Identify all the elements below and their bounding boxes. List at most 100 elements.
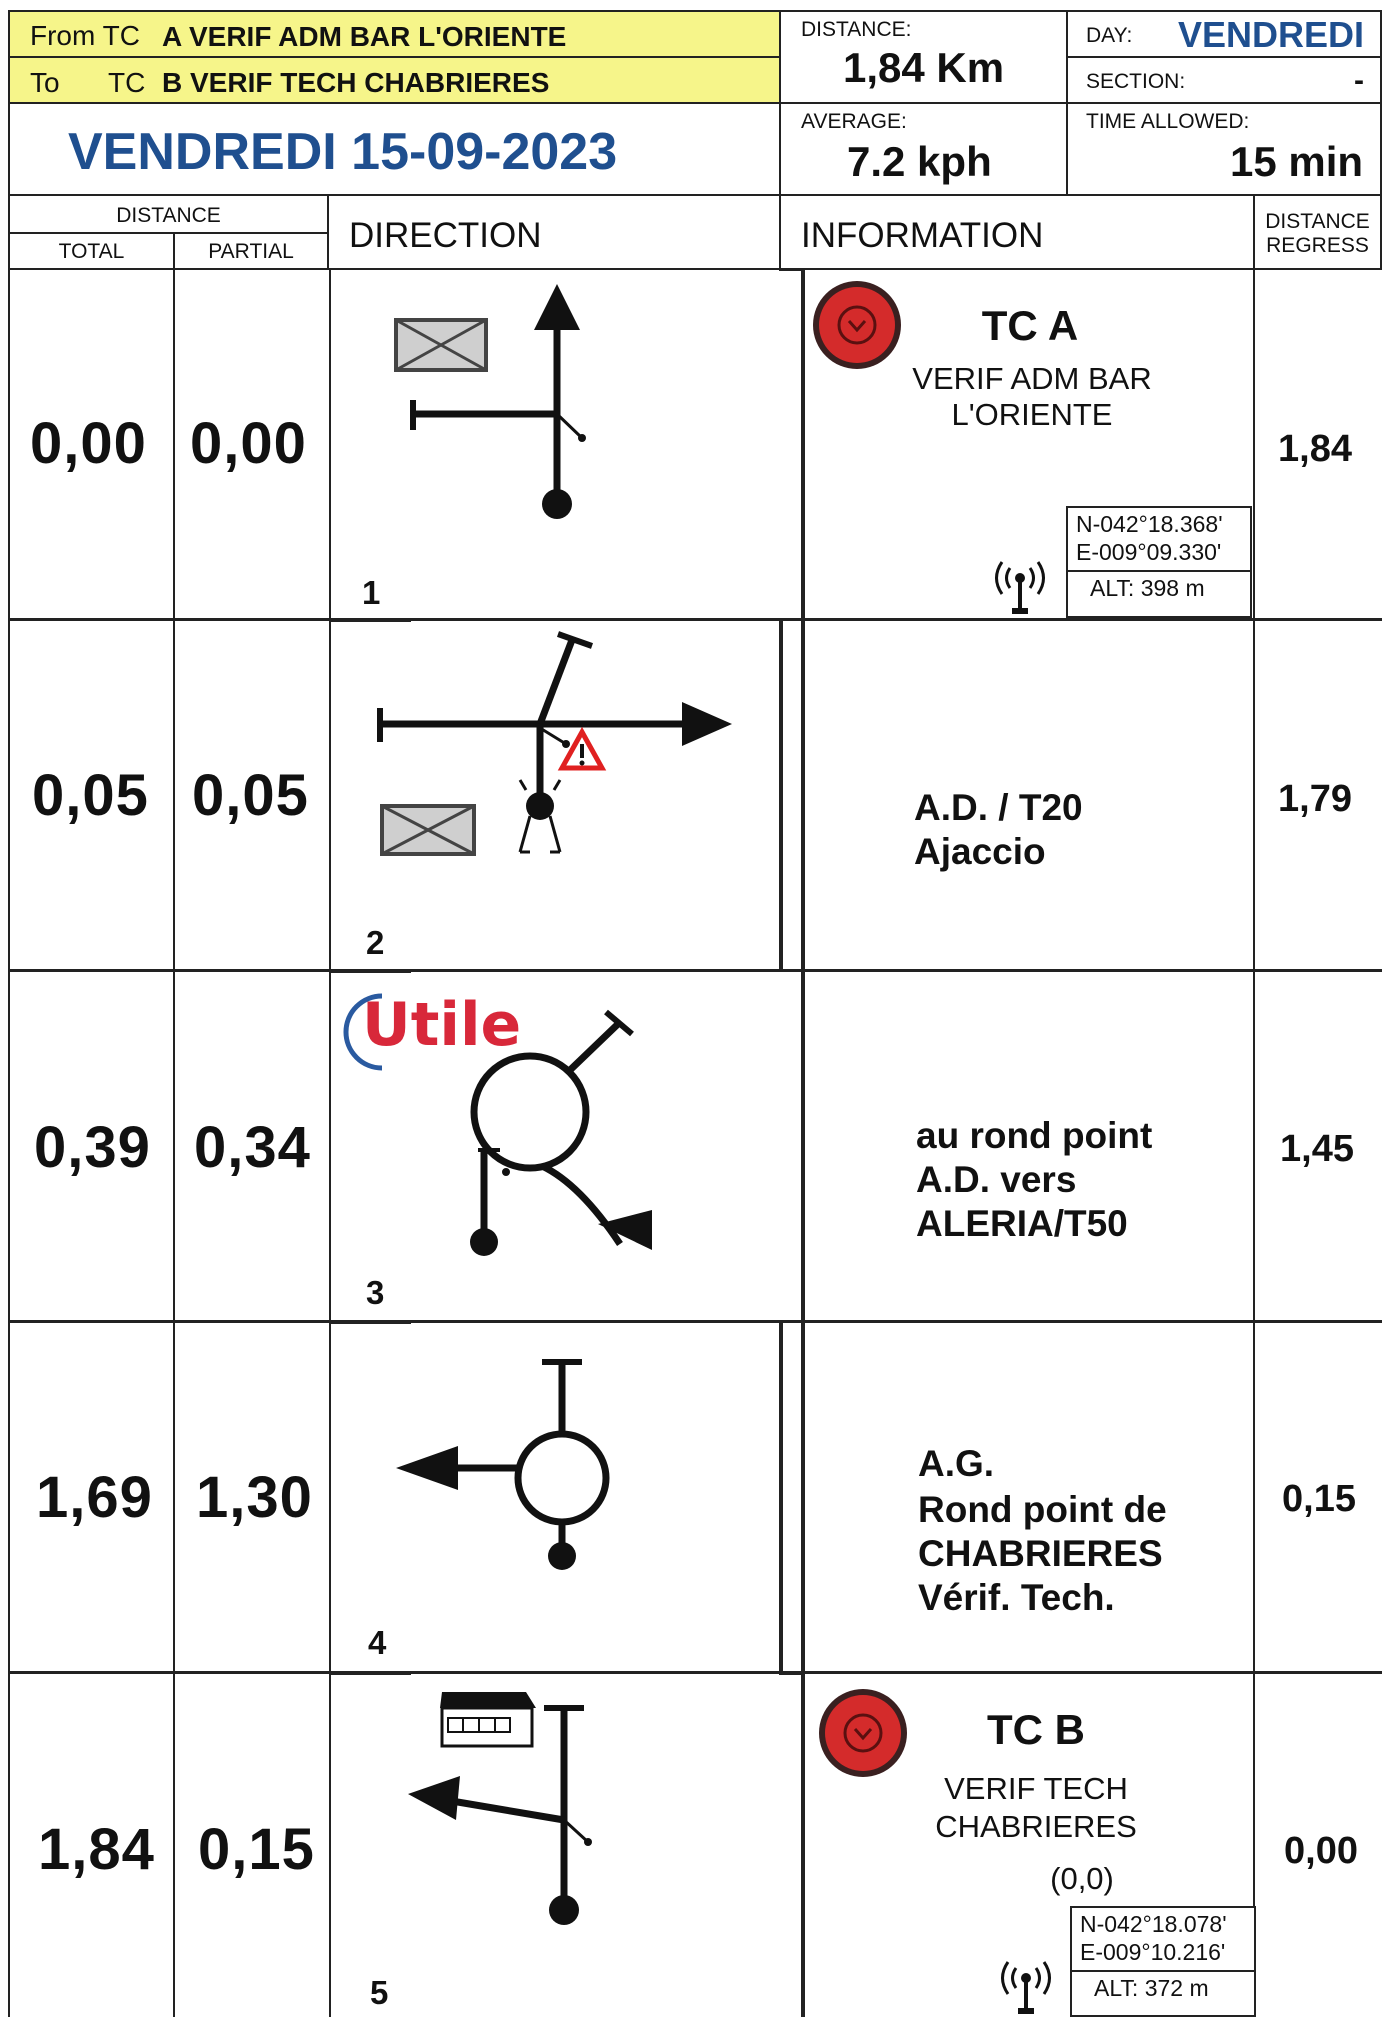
row4-regress: 0,15 (1282, 1478, 1356, 1520)
row5-total: 1,84 (38, 1817, 155, 1882)
row2-step: 2 (366, 924, 385, 961)
row2-regress: 1,79 (1278, 778, 1352, 820)
average-cell: AVERAGE: 7.2 kph (779, 102, 1068, 196)
section-cell: SECTION: - (1066, 56, 1382, 104)
tulip-diagram-3 (470, 1009, 652, 1256)
row5-coord-n: N-042°18.078' (1080, 1911, 1227, 1937)
row1-coord-n: N-042°18.368' (1076, 511, 1223, 537)
row2-info-line1: A.D. / T20 (914, 787, 1083, 828)
distance-value: 1,84 Km (843, 44, 1005, 91)
distance-caption: DISTANCE: (801, 18, 912, 41)
grid-info-regress (1253, 268, 1255, 2017)
row1-tc-title: TC A (981, 302, 1079, 349)
col-information-header: INFORMATION (779, 194, 1255, 270)
row3-partial: 0,34 (194, 1115, 311, 1180)
step-underline-4 (329, 1672, 411, 1675)
bracket-2a (779, 618, 783, 972)
row5-coord-box: N-042°18.078' E-009°10.216' ALT: 372 m (1070, 1906, 1256, 2017)
col-information-label: INFORMATION (801, 216, 1044, 255)
grid-partial-direction (329, 268, 331, 2017)
average-caption: AVERAGE: (801, 110, 907, 133)
row-sep-3 (8, 1320, 1382, 1323)
from-cell: From TC A VERIF ADM BAR L'ORIENTE (8, 10, 781, 58)
time-caption: TIME ALLOWED: (1086, 110, 1250, 133)
stop-icon (818, 1688, 908, 1778)
step-underline-1 (329, 619, 411, 622)
coord-sep (1068, 570, 1250, 572)
row5-tc-sub2: CHABRIERES (935, 1809, 1137, 1844)
to-cell: To TC B VERIF TECH CHABRIERES (8, 56, 781, 104)
col-regress-header: DISTANCE REGRESS (1253, 194, 1382, 270)
day-caption: DAY: (1086, 24, 1133, 47)
row2-total: 0,05 (32, 763, 149, 828)
step-underline-2 (329, 970, 411, 973)
col-direction-label: DIRECTION (349, 216, 542, 255)
col-distance-label: DISTANCE (116, 204, 221, 227)
row5-tc-sub1: VERIF TECH (944, 1771, 1128, 1806)
grid-total-partial (173, 268, 175, 2017)
row1-alt: ALT: 398 m (1090, 575, 1205, 601)
tulip-diagram-4 (396, 1359, 610, 1570)
row3-step: 3 (366, 1274, 385, 1311)
row4-info-line1: A.G. (918, 1443, 995, 1484)
antenna-icon (988, 552, 1052, 616)
row1-coord-box: N-042°18.368' E-009°09.330' ALT: 398 m (1066, 506, 1252, 618)
row5-tc-extra: (0,0) (1050, 1861, 1114, 1896)
row-sep-4 (8, 1671, 1382, 1674)
col-total-label: TOTAL (58, 240, 125, 263)
col-partial-label: PARTIAL (208, 240, 294, 263)
row4-info-line3: CHABRIERES (918, 1533, 1163, 1574)
row-sep-1 (8, 618, 1382, 621)
antenna-icon (994, 1952, 1058, 2016)
from-prefix: From TC (30, 20, 140, 51)
row4-total: 1,69 (36, 1465, 153, 1530)
utile-text: Utile (362, 990, 522, 1060)
bracket-5 (779, 1672, 803, 1675)
to-label: B VERIF TECH CHABRIERES (162, 67, 550, 98)
time-value: 15 min (1230, 138, 1364, 185)
col-total-header: TOTAL (8, 232, 175, 270)
row1-regress: 1,84 (1278, 428, 1352, 470)
row4-info-line2: Rond point de (918, 1489, 1167, 1530)
date-cell: VENDREDI 15-09-2023 (8, 102, 781, 196)
row5-regress: 0,00 (1284, 1830, 1358, 1872)
grid-left (8, 268, 10, 2017)
day-cell: DAY: VENDREDI (1066, 10, 1382, 58)
date-title: VENDREDI 15-09-2023 (68, 123, 618, 181)
row1-tc-sub2: L'ORIENTE (951, 397, 1113, 432)
day-value: VENDREDI (1178, 14, 1365, 55)
row1-total: 0,00 (30, 411, 147, 476)
row5-tc-title: TC B (987, 1706, 1085, 1753)
row5-partial: 0,15 (198, 1817, 315, 1882)
row3-regress: 1,45 (1280, 1128, 1354, 1170)
distance-cell: DISTANCE: 1,84 Km (779, 10, 1068, 104)
coord-sep (1072, 1970, 1254, 1972)
row4-partial: 1,30 (196, 1465, 313, 1530)
row1-partial: 0,00 (190, 411, 307, 476)
row1-step: 1 (362, 574, 381, 611)
row2-info-line2: Ajaccio (914, 831, 1046, 872)
bracket-3 (779, 1322, 783, 1674)
stop-icon (812, 280, 902, 370)
step-underline-3 (329, 1321, 411, 1324)
tulip-diagram-1 (394, 284, 586, 519)
bracket-1 (779, 268, 803, 271)
to-tc: TC (108, 67, 146, 98)
section-caption: SECTION: (1086, 70, 1186, 93)
average-value: 7.2 kph (847, 138, 992, 185)
row1-coord-e: E-009°09.330' (1076, 539, 1222, 565)
col-direction-header: DIRECTION (327, 194, 781, 270)
row3-total: 0,39 (34, 1115, 151, 1180)
col-regress-line2: REGRESS (1266, 234, 1369, 257)
row5-coord-e: E-009°10.216' (1080, 1939, 1226, 1965)
row3-info-line2: A.D. vers (916, 1159, 1077, 1200)
section-value: - (1354, 64, 1364, 97)
col-partial-header: PARTIAL (173, 232, 329, 270)
row3-info-line1: au rond point (916, 1115, 1153, 1156)
row4-info-line4: Vérif. Tech. (918, 1577, 1115, 1618)
row-sep-2 (8, 969, 1382, 972)
utile-watermark: Utile (336, 984, 536, 1074)
row5-alt: ALT: 372 m (1094, 1975, 1209, 2001)
row2-partial: 0,05 (192, 763, 309, 828)
row3-info-line3: ALERIA/T50 (916, 1203, 1128, 1244)
